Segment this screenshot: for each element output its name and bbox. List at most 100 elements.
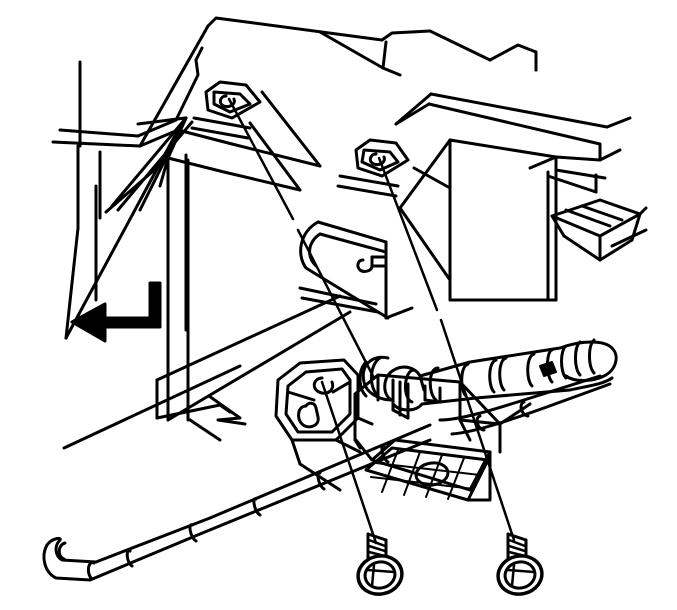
box-side-diag-bottom xyxy=(398,206,452,282)
clip-rib-b xyxy=(580,204,624,222)
bolt-right-shank-top xyxy=(506,532,528,542)
clip-rib-a xyxy=(564,208,612,228)
bolt-left xyxy=(356,532,404,596)
bracket-flange-a xyxy=(334,438,362,454)
grille-col-2 xyxy=(403,451,421,496)
clip-front-bottom xyxy=(562,234,602,262)
boss-left-outer xyxy=(204,80,262,120)
panel-inner-diagonal-4 xyxy=(138,116,188,212)
bolt-right xyxy=(496,532,544,596)
module-inner-step xyxy=(458,418,472,442)
leader-lines xyxy=(227,97,516,545)
bolt-right-thread-1 xyxy=(507,538,527,548)
box-top-right-connector xyxy=(554,155,602,162)
harness-cap-a xyxy=(45,536,62,547)
slot-outer-curve xyxy=(299,220,390,320)
boss-right-shadow-b xyxy=(336,184,398,198)
panel-inner-fold-e xyxy=(176,128,234,146)
panel-front-left-edge xyxy=(138,24,210,148)
harness-upper-marker xyxy=(539,361,557,377)
panel-rail-top xyxy=(58,128,140,138)
panel-right-band-bottom xyxy=(427,102,602,146)
harness-upper-top-edge xyxy=(383,340,618,402)
boss-left-shadow-b xyxy=(190,126,250,140)
harness-upper-rib-1 xyxy=(404,368,416,404)
grille-col-3 xyxy=(425,454,443,498)
panel-top-vee-right xyxy=(381,66,402,77)
panel-top-edge-left xyxy=(206,16,384,42)
panel-bottom-front-edge xyxy=(155,403,222,420)
panel-flange-lower-edge xyxy=(138,128,180,148)
module-rib-bottom xyxy=(391,408,410,420)
harness-upper-rib-4 xyxy=(488,358,498,394)
leader-right-segment-2 xyxy=(439,318,516,542)
clip-bottom-tick xyxy=(610,228,648,248)
harness-rib-5 xyxy=(252,497,262,517)
box-side-diag-top xyxy=(398,138,452,210)
bracket-fold-tick-a xyxy=(286,390,316,402)
panel-skirt-diag-left xyxy=(248,121,302,192)
slot-keyhole xyxy=(356,255,374,273)
panel-inner-fold-b xyxy=(194,46,204,62)
panel-lower-long-edge xyxy=(62,364,242,450)
panel-bridge-top xyxy=(136,116,187,126)
panel-skirt-diag-right xyxy=(260,90,322,168)
panel-inner-diagonal-2 xyxy=(116,120,194,212)
harness-branch-rib-1 xyxy=(475,414,486,432)
leader-left-segment-3 xyxy=(320,380,378,545)
boss-right-outer xyxy=(354,138,410,178)
harness-upper-rib-8 xyxy=(560,344,568,380)
boss-right-tick xyxy=(412,166,452,190)
bracket-flange-b xyxy=(356,416,374,426)
harness-upper-rib-6 xyxy=(526,352,536,388)
grille-centre-boss xyxy=(414,461,450,487)
mounting-hole-upper-left xyxy=(190,80,262,140)
panel-right-band-top xyxy=(429,92,609,129)
leader-left-segment-1 xyxy=(227,97,295,221)
panel-skirt-step-b xyxy=(222,170,302,192)
panel-inner-diagonal-1 xyxy=(110,116,188,208)
slot-lower-shadow-a xyxy=(298,286,378,306)
bolt-left-head-facet-2 xyxy=(370,563,376,588)
centre-box xyxy=(398,138,622,302)
wire-harness-lower xyxy=(42,423,432,582)
boss-right-inner xyxy=(360,148,400,172)
panel-left-vertical-close xyxy=(64,226,80,340)
leader-right-segment-1 xyxy=(377,156,439,312)
bracket-fold-tick-b xyxy=(331,380,352,394)
boss-left-hole xyxy=(218,94,236,108)
upper-panel xyxy=(51,16,632,450)
bracket-flange-c xyxy=(290,438,302,466)
bolt-left-thread-1 xyxy=(367,538,387,548)
mounting-hole-upper-right xyxy=(336,138,452,198)
panel-right-band-left-close2 xyxy=(394,92,433,126)
direction-arrow xyxy=(70,281,162,343)
bolt-right-thread-2 xyxy=(507,544,527,553)
panel-bottom-vee xyxy=(207,394,247,426)
module-left-to-grille xyxy=(354,438,374,462)
slot-top-edge xyxy=(316,220,388,244)
boss-left-inner xyxy=(212,90,252,114)
harness-elbow-rib-b xyxy=(358,360,368,398)
panel-top-tick xyxy=(381,40,388,70)
panel-top-notch xyxy=(380,29,432,42)
harness-upper-rib-9 xyxy=(574,340,582,377)
boss-left-shadow-a xyxy=(192,116,252,130)
panel-bottom-face-top xyxy=(155,294,342,382)
panel-rail-bottom xyxy=(51,140,142,148)
grille-col-4 xyxy=(447,457,465,500)
clip-vee-a xyxy=(546,174,598,194)
harness-branch-rib-2 xyxy=(519,400,530,418)
panel-skirt-step-a xyxy=(230,142,322,168)
panel-bottom-face-bottom xyxy=(166,310,352,422)
harness-upper-rib-5 xyxy=(498,356,508,392)
slot-lower-shadow-b xyxy=(300,296,380,314)
bracket-inner-outline xyxy=(284,367,352,434)
harness-upper-rib-2 xyxy=(428,366,440,402)
harness-elbow-outer xyxy=(361,355,394,402)
sensor-bracket xyxy=(274,358,374,492)
bracket-lower-slot xyxy=(297,401,320,429)
harness-branch-top xyxy=(438,374,602,422)
harness-rib-3 xyxy=(125,549,134,568)
